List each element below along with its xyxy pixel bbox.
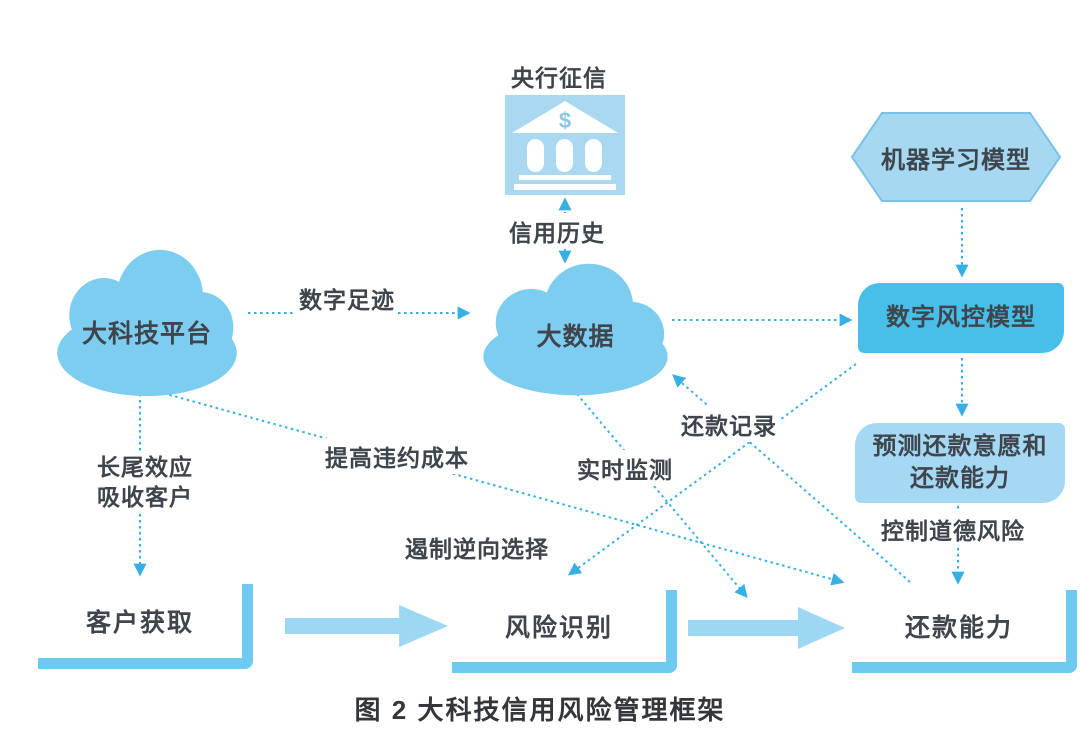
bigdata-node: 大数据 <box>536 322 615 351</box>
digital-risk-model-node: 数字风控模型 <box>858 283 1064 353</box>
risk-identification-label: 风险识别 <box>504 614 613 642</box>
repayment-ability-label: 还款能力 <box>904 614 1013 642</box>
customer-acquisition-node: 客户获取 <box>38 584 253 669</box>
realtime-monitoring-label: 实时监测 <box>574 450 676 486</box>
credit-history-label: 信用历史 <box>506 213 608 249</box>
long-tail-line1: 长尾效应 <box>97 454 193 480</box>
dollar-symbol: $ <box>559 108 571 133</box>
bank-glyph: $ <box>512 101 618 190</box>
bank-dollar-icon: $ <box>505 95 625 195</box>
long-tail-label: 长尾效应 吸收客户 <box>86 452 204 514</box>
risk-identification-node: 风险识别 <box>452 590 677 673</box>
edge-riskmodel-to-riskid <box>567 363 857 576</box>
ml-model-hexagon <box>850 110 1062 204</box>
raise-default-cost-label: 提高违约成本 <box>322 438 472 474</box>
edge-realtime-monitoring <box>576 393 748 598</box>
predict-repayment-line2: 还款能力 <box>910 465 1010 492</box>
central-bank-title: 央行征信 <box>511 65 607 91</box>
long-tail-line2: 吸收客户 <box>97 483 193 510</box>
digital-footprint-label: 数字足迹 <box>296 280 398 316</box>
predict-repayment-line1: 预测还款意愿和 <box>872 433 1048 461</box>
repayment-ability-node: 还款能力 <box>852 590 1077 673</box>
predict-repayment-node: 预测还款意愿和 还款能力 <box>855 423 1065 503</box>
ml-model-node: 机器学习模型 <box>881 146 1031 174</box>
figure-caption: 图 2 大科技信用风险管理框架 <box>354 695 726 725</box>
curb-adverse-selection-label: 遏制逆向选择 <box>402 529 552 565</box>
repayment-record-label: 还款记录 <box>678 406 780 442</box>
digital-risk-model-label: 数字风控模型 <box>886 304 1036 332</box>
customer-acquisition-label: 客户获取 <box>85 609 194 637</box>
bigtech-platform-cloud-icon <box>57 249 237 397</box>
edge-repayment-record <box>672 374 911 583</box>
control-moral-hazard-label: 控制道德风险 <box>878 511 1028 547</box>
bigtech-platform-node: 大科技平台 <box>81 320 212 348</box>
bigdata-cloud-icon <box>483 263 668 396</box>
